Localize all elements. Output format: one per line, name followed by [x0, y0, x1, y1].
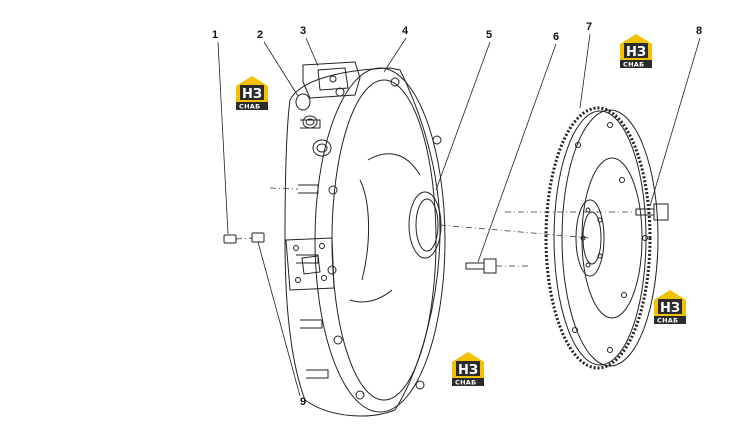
leader-lines — [217, 33, 701, 397]
logo-text-main: НЗ — [626, 45, 646, 60]
callout-1: 1 — [212, 29, 218, 41]
logo-text-main: НЗ — [458, 363, 478, 378]
housing-bolt — [465, 258, 497, 274]
flywheel — [544, 106, 659, 370]
logo-text-sub: СНАБ — [657, 317, 678, 325]
callout-5: 5 — [486, 29, 492, 41]
logo-text-sub: СНАБ — [623, 61, 644, 69]
logo-bar — [620, 60, 652, 68]
logo-bar — [654, 316, 686, 324]
callout-3: 3 — [300, 25, 306, 37]
logo-bar — [236, 102, 268, 110]
logo-inner-panel — [456, 361, 480, 376]
logo-text-main: НЗ — [660, 301, 680, 316]
logo-text-sub: СНАБ — [455, 379, 476, 387]
logo-text-main: НЗ — [242, 87, 262, 102]
logo-inner-panel — [658, 299, 682, 314]
callout-2: 2 — [257, 29, 263, 41]
logo-inner-panel — [240, 85, 264, 100]
dowel-pins — [223, 232, 265, 244]
callout-8: 8 — [696, 25, 702, 37]
logo-bar — [452, 378, 484, 386]
flywheel-bolt — [635, 203, 669, 221]
callout-7: 7 — [586, 21, 592, 33]
callout-4: 4 — [402, 25, 409, 37]
flywheel-housing — [284, 61, 446, 417]
assembly-axis-lines — [235, 187, 636, 267]
logo-text-sub: СНАБ — [239, 103, 260, 111]
callout-6: 6 — [553, 31, 559, 43]
callout-9: 9 — [300, 396, 306, 408]
logo-inner-panel — [624, 43, 648, 58]
plug-and-oring — [295, 93, 318, 129]
